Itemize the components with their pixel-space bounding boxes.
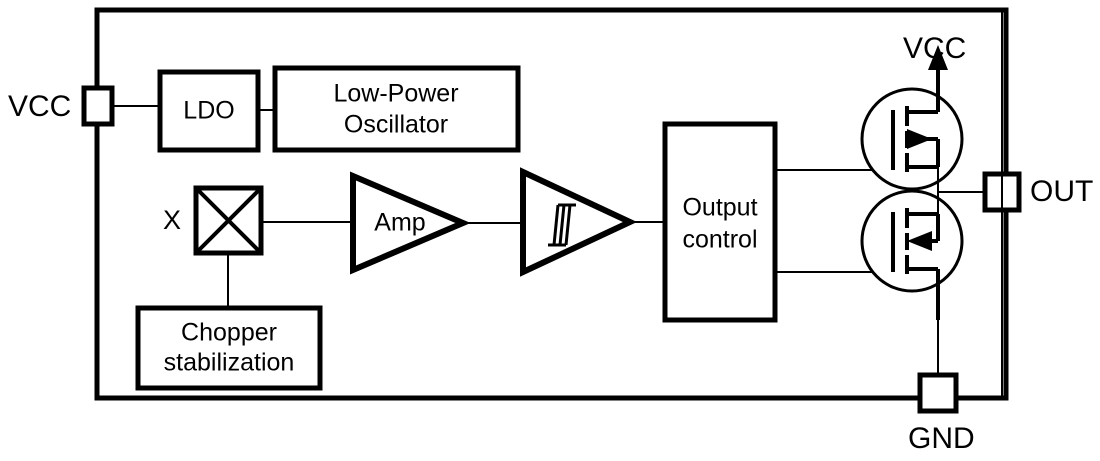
amplifier-label: Amp [374,209,425,237]
pin-out-label: OUT [1030,175,1093,208]
block-output-control[interactable] [662,121,778,323]
block-oscillator-label-line2: Oscillator [344,111,448,139]
block-oscillator[interactable] [272,65,521,153]
mosfet-low-side[interactable] [860,189,964,320]
pin-pad-gnd[interactable] [917,372,959,414]
hall-element-label: X [163,205,181,235]
amplifier[interactable] [350,171,471,275]
block-output-control-label-line2: control [682,226,757,254]
hysteresis-icon [548,203,576,247]
block-chopper-label-line1: Chopper [181,319,277,347]
pin-pad-vcc[interactable] [81,85,115,127]
vcc-supply-label: VCC [903,32,966,65]
block-chopper-stabilization[interactable] [135,305,323,391]
block-ldo[interactable] [157,69,261,153]
block-ldo-label: LDO [183,97,234,125]
block-oscillator-label-line1: Low-Power [333,80,458,108]
pin-gnd-label: GND [908,422,975,455]
schmitt-trigger[interactable] [520,167,638,277]
hall-element-diagonal-b [196,188,261,253]
vcc-supply-arrow [928,45,948,70]
pin-vcc-label: VCC [8,90,71,123]
block-chopper-label-line2: stabilization [164,349,295,377]
block-output-control-label-line1: Output [682,194,757,222]
mosfet-high-side[interactable] [860,63,964,191]
